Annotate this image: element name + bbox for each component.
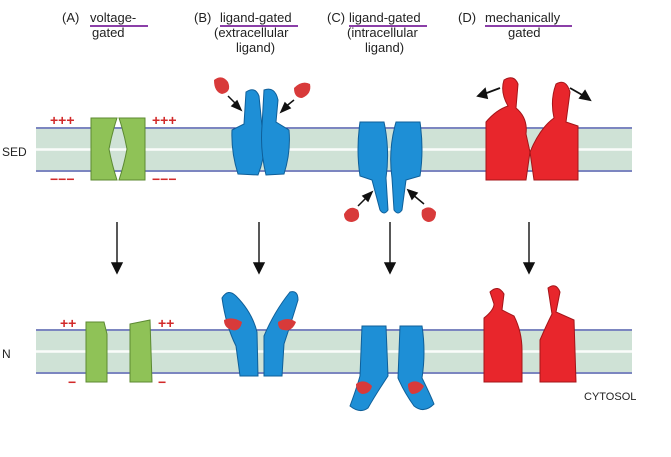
panel-title-a: (A) voltage- gated [62, 10, 136, 40]
charge-bottom-left-minus: − [68, 374, 76, 390]
panel-title-b: (B) ligand-gated (extracellular ligand) [194, 10, 292, 55]
ligand-molecules-c [344, 207, 436, 222]
panel-title-c: (C) ligand-gated (intracellular ligand) [327, 10, 421, 55]
cytosol-label: CYTOSOL [584, 391, 636, 403]
panel-title-d: (D) mechanically gated [458, 10, 561, 40]
charge-top-left-plus: +++ [50, 112, 75, 128]
panel-d-letter: (D) [458, 10, 476, 25]
row-label-top: SED [2, 145, 27, 159]
panel-a-letter: (A) [62, 10, 79, 25]
panel-a-line2: gated [92, 25, 125, 40]
charge-top-right-minus: −−− [152, 171, 177, 187]
voltage-channel-open [85, 319, 153, 383]
panel-a-line1: voltage- [90, 10, 136, 25]
bound-ligands-c [356, 381, 424, 394]
row-label-bottom: N [2, 347, 11, 361]
panel-b-line2: (extracellular [214, 25, 289, 40]
panel-d-line1: mechanically [485, 10, 561, 25]
panel-c-line3: ligand) [365, 40, 404, 55]
panel-c-line2: (intracellular [347, 25, 418, 40]
panel-d-line2: gated [508, 25, 541, 40]
voltage-channel-closed [90, 117, 146, 181]
charge-bottom-right-plus: ++ [158, 315, 174, 331]
mechanical-channel-open [483, 285, 577, 383]
transition-arrows [110, 222, 536, 275]
charge-top-right-plus: +++ [152, 112, 177, 128]
bound-ligands-b [224, 318, 296, 331]
ligand-arrows-c [357, 188, 425, 207]
mechanical-channel-closed [485, 77, 579, 181]
panel-b-line1: ligand-gated [220, 10, 292, 25]
ligand-arrows-b [227, 95, 295, 114]
panel-c-line1: ligand-gated [349, 10, 421, 25]
panel-c-letter: (C) [327, 10, 345, 25]
tension-arrows-d [476, 87, 592, 102]
charge-top-left-minus: −−− [50, 171, 75, 187]
ligand-molecules-b [214, 77, 311, 98]
panel-b-letter: (B) [194, 10, 211, 25]
charge-bottom-right-minus: − [158, 374, 166, 390]
charge-bottom-left-plus: ++ [60, 315, 76, 331]
panel-b-line3: ligand) [236, 40, 275, 55]
ligand-channel-intracellular-closed [357, 121, 423, 214]
ligand-channel-extracellular-closed [231, 88, 290, 176]
